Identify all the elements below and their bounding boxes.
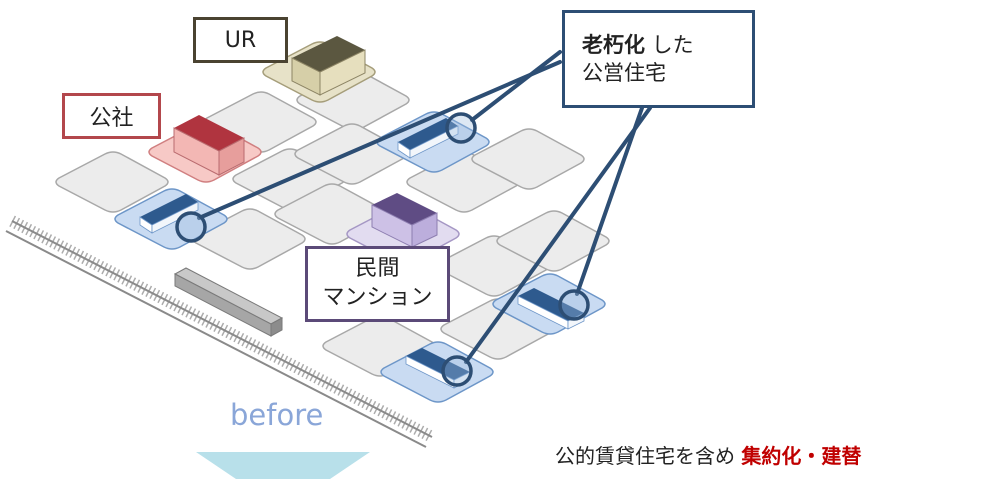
kosha-label-text: 公社 bbox=[89, 106, 134, 131]
private-condo-label: 民間 マンション bbox=[305, 246, 450, 322]
aging-label-rest: した bbox=[645, 33, 694, 57]
public-housing-4 bbox=[380, 341, 494, 403]
caption-emphasis: 集約化・建替 bbox=[741, 444, 862, 468]
before-label: before bbox=[230, 398, 324, 432]
private-label-line2: マンション bbox=[322, 285, 433, 310]
private-label-line1: 民間 bbox=[355, 256, 400, 282]
caption: 公的賃貸住宅を含め 集約化・建替 bbox=[555, 440, 861, 469]
railway-track bbox=[5, 215, 435, 448]
before-arrow bbox=[196, 452, 370, 479]
kosha-label: 公社 bbox=[62, 93, 161, 139]
public-housing-1 bbox=[376, 111, 490, 173]
station-building bbox=[173, 267, 284, 337]
aging-label-bold: 老朽化 bbox=[582, 33, 645, 57]
ur-building bbox=[262, 36, 376, 103]
aging-label-line2: 公営住宅 bbox=[582, 61, 666, 86]
private-condo-building bbox=[346, 193, 460, 265]
kosha-building bbox=[148, 115, 262, 183]
caption-text: 公的賃貸住宅を含め bbox=[555, 444, 735, 468]
aging-public-housing bbox=[114, 111, 606, 403]
ur-label-text: UR bbox=[224, 27, 257, 53]
callout-lines bbox=[197, 50, 652, 364]
aging-public-housing-label: 老朽化 した 公営住宅 bbox=[562, 10, 755, 108]
callout-circles bbox=[175, 112, 590, 387]
ur-label: UR bbox=[193, 17, 288, 63]
aging-label-line1: 老朽化 した bbox=[582, 31, 694, 59]
public-housing-2 bbox=[114, 188, 228, 250]
